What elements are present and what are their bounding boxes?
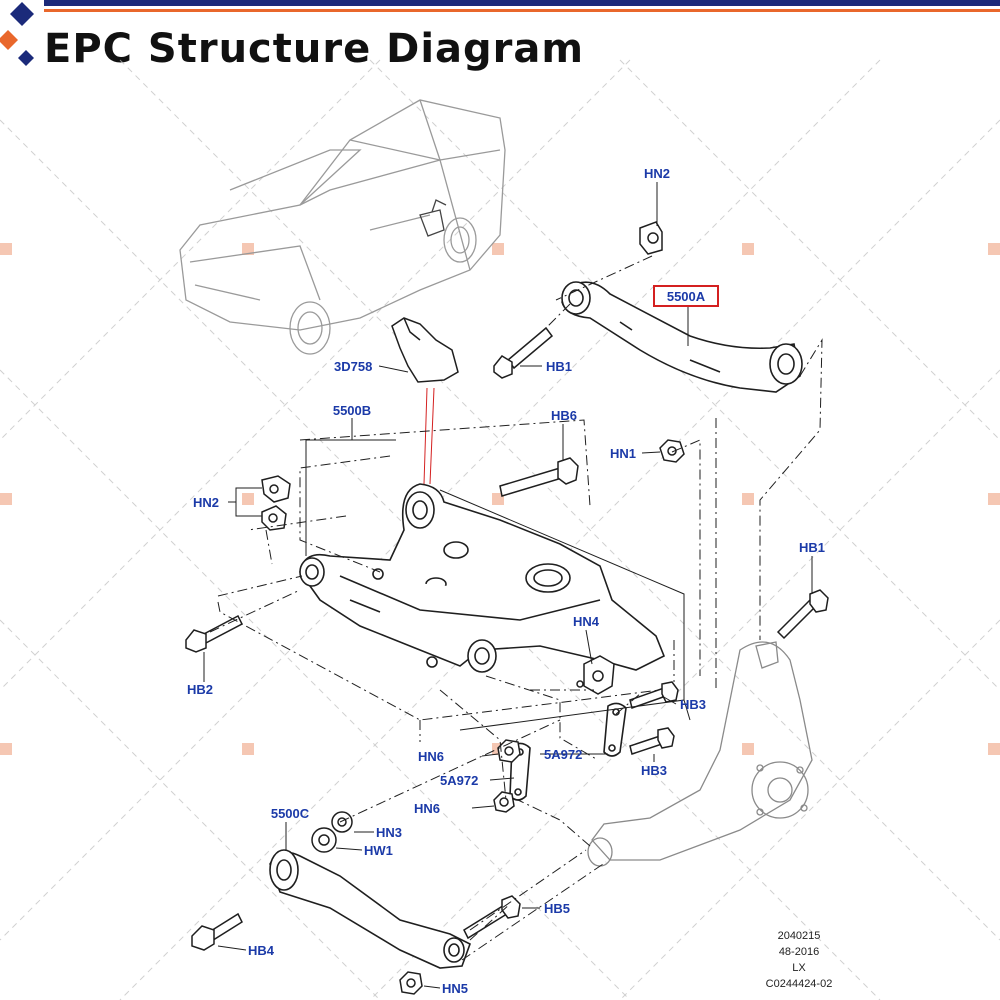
subframe-envelope (305, 439, 691, 731)
bolts-hb3 (629, 681, 679, 755)
label-hb3-bottom[interactable]: HB3 (641, 763, 667, 778)
label-hb1-top[interactable]: HB1 (546, 359, 572, 374)
label-hb1-right[interactable]: HB1 (799, 540, 825, 555)
label-hn6-bottom[interactable]: HN6 (414, 801, 440, 816)
label-5a972-left[interactable]: 5A972 (440, 773, 478, 788)
callout-labels: HN2 5500A 3D758 HB1 5500B HB6 HN1 HN2 HB… (187, 166, 825, 996)
bolt-hb1-top (493, 326, 554, 379)
nut-hn5 (399, 971, 423, 995)
lower-arm-5500c (269, 849, 471, 969)
stamp-line-3: LX (792, 962, 806, 974)
header-bar-accent (44, 9, 1000, 12)
label-hb5[interactable]: HB5 (544, 901, 570, 916)
label-hb2[interactable]: HB2 (187, 682, 213, 697)
highlight-leader-lines (423, 387, 435, 485)
watermark-grid (0, 59, 1000, 1000)
bracket-hn4 (576, 655, 615, 695)
label-hb6[interactable]: HB6 (551, 408, 577, 423)
upper-arm-5500a (561, 281, 803, 393)
vehicle-outline-icon (179, 99, 506, 355)
label-hn4[interactable]: HN4 (573, 614, 600, 629)
page-title: EPC Structure Diagram (44, 26, 585, 72)
label-5500c[interactable]: 5500C (271, 806, 310, 821)
label-hn2-top[interactable]: HN2 (644, 166, 670, 181)
bolt-hb4 (191, 912, 243, 951)
stamp-line-1: 2040215 (777, 930, 821, 942)
label-hb3-top[interactable]: HB3 (680, 697, 706, 712)
label-hw1[interactable]: HW1 (364, 843, 393, 858)
label-hn5[interactable]: HN5 (442, 981, 468, 996)
label-3d758[interactable]: 3D758 (334, 359, 372, 374)
stamp-line-2: 48-2016 (778, 946, 820, 958)
nuts-hn6 (493, 739, 521, 813)
drawing-reference-stamp: 2040215 48-2016 LX C0244424-02 (754, 928, 844, 992)
label-5500b[interactable]: 5500B (333, 403, 371, 418)
label-hb4[interactable]: HB4 (248, 943, 275, 958)
bolt-hb5 (463, 895, 521, 940)
bolt-hb6 (499, 457, 579, 497)
label-5500a[interactable]: 5500A (667, 289, 706, 304)
label-hn6-top[interactable]: HN6 (418, 749, 444, 764)
nut-hn2-top (639, 221, 663, 255)
highlight-box-5500a (653, 285, 719, 307)
assembly-guide-lines (209, 255, 823, 961)
callout-leaders (203, 182, 813, 989)
label-5a972-right[interactable]: 5A972 (544, 747, 582, 762)
label-hn3[interactable]: HN3 (376, 825, 402, 840)
brand-logo-icon (0, 2, 34, 66)
bolt-hb1-right (776, 589, 829, 640)
label-hn2-left[interactable]: HN2 (193, 495, 219, 510)
stamp-line-4: C0244424-02 (765, 978, 833, 990)
nut-hn1 (659, 439, 685, 463)
subframe-5500b (299, 483, 666, 673)
knuckle-hub (587, 641, 813, 867)
label-hn1[interactable]: HN1 (610, 446, 636, 461)
washer-nut-hn3-hw1 (311, 811, 353, 853)
watermark-markers (0, 243, 1000, 755)
bolt-hb2 (185, 614, 243, 653)
bracket-3d758 (391, 317, 459, 383)
header-bar-navy (44, 0, 1000, 6)
nuts-hn2-left (261, 475, 291, 531)
